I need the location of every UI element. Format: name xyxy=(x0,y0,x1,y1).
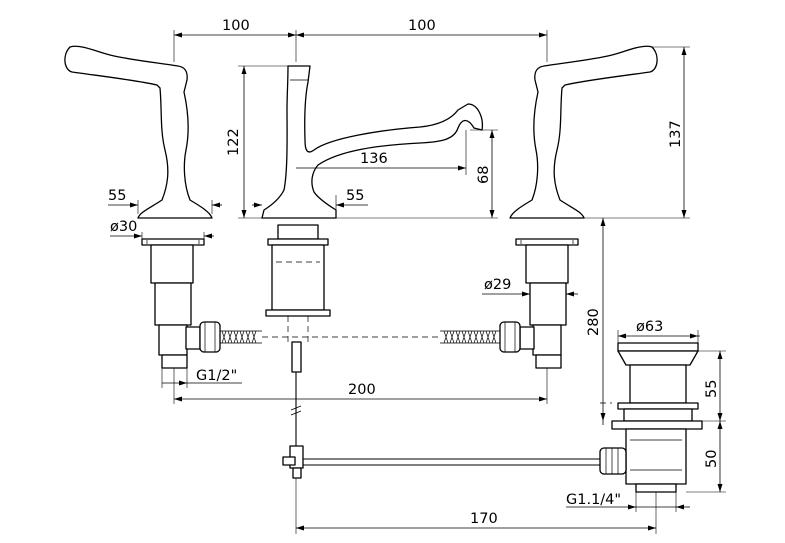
dimension-thread-drain: G1.1/4" xyxy=(566,492,690,512)
dim-137: 137 xyxy=(668,120,684,148)
dim-diameter-29: ø29 xyxy=(484,277,511,293)
spout xyxy=(261,65,600,479)
dim-170: 170 xyxy=(470,511,498,527)
dim-thread-drain: G1.1/4" xyxy=(566,492,621,508)
dimension-diameter-30: ø30 xyxy=(110,219,214,242)
dim-122: 122 xyxy=(226,128,242,156)
dimension-thread-inlet: G1/2" xyxy=(161,368,242,388)
left-valve xyxy=(64,45,262,369)
dimension-diameter-63: ø63 xyxy=(617,319,700,343)
dimension-68: 68 xyxy=(336,129,498,219)
dim-200: 200 xyxy=(348,382,376,398)
dimension-122: 122 xyxy=(226,65,288,219)
dim-50: 50 xyxy=(704,450,720,468)
dim-280: 280 xyxy=(586,308,602,336)
dim-diameter-30: ø30 xyxy=(110,219,137,235)
dimension-55-center: 55 xyxy=(252,188,368,214)
dimension-diameter-29: ø29 xyxy=(482,277,578,297)
dimension-55-left: 55 xyxy=(108,188,222,214)
dimension-170: 170 xyxy=(295,478,657,534)
dimension-50: 50 xyxy=(686,421,726,493)
dim-diameter-63: ø63 xyxy=(636,319,663,335)
dim-136: 136 xyxy=(360,151,388,167)
dimension-136: 136 xyxy=(296,130,467,175)
dimension-137: 137 xyxy=(584,46,690,219)
right-valve xyxy=(440,45,658,369)
dimension-55-drain: 55 xyxy=(698,350,726,422)
dim-top-right: 100 xyxy=(408,18,436,34)
dimension-200: 200 xyxy=(173,368,548,404)
dim-55-drain: 55 xyxy=(704,380,720,398)
dim-thread-inlet: G1/2" xyxy=(196,368,237,384)
drain-assembly xyxy=(599,342,703,493)
dim-55-center: 55 xyxy=(346,188,364,204)
dimension-280: 280 xyxy=(586,218,606,425)
dim-68: 68 xyxy=(476,166,492,184)
dim-top-left: 100 xyxy=(222,18,250,34)
dim-55-left: 55 xyxy=(108,188,126,204)
dimension-top: 100 100 xyxy=(173,18,548,62)
